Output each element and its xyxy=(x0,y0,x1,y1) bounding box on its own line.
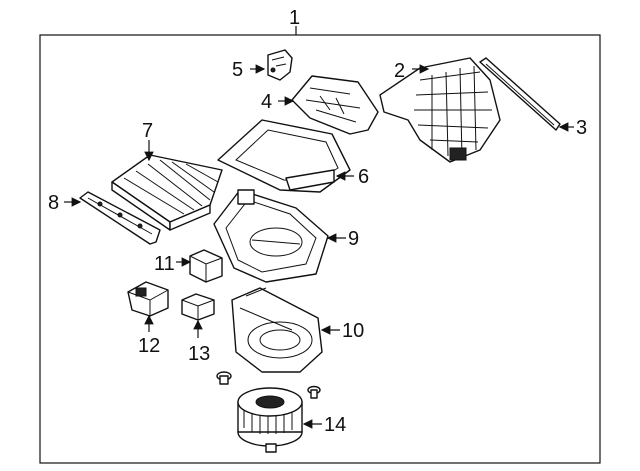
part-13-sensor xyxy=(181,293,215,321)
callout-6: 6 xyxy=(358,166,369,188)
callout-8: 8 xyxy=(48,192,59,214)
callout-13: 13 xyxy=(188,343,210,365)
part-8-filter-cover xyxy=(79,191,161,245)
part-4-duct-door xyxy=(291,75,379,135)
screw-right xyxy=(307,385,321,399)
part-11-resistor xyxy=(189,249,223,283)
callout-10: 10 xyxy=(342,320,364,342)
part-5-actuator xyxy=(267,49,293,81)
callout-9: 9 xyxy=(348,228,359,250)
callout-14: 14 xyxy=(324,414,346,436)
screw-left xyxy=(216,371,232,385)
part-9-blower-upper-case xyxy=(213,189,329,283)
part-12-actuator xyxy=(127,281,169,317)
callout-2: 2 xyxy=(394,60,405,82)
diagram-frame xyxy=(39,34,601,464)
callout-12: 12 xyxy=(138,335,160,357)
part-6-filter-housing xyxy=(217,119,351,193)
part-14-blower-motor xyxy=(237,387,303,453)
callout-7: 7 xyxy=(142,120,153,142)
part-7-air-filter xyxy=(111,154,223,231)
callout-5: 5 xyxy=(232,59,243,81)
callout-4: 4 xyxy=(261,91,272,113)
callout-11: 11 xyxy=(154,253,175,275)
part-10-blower-lower-case xyxy=(231,287,323,373)
callout-1: 1 xyxy=(289,7,300,29)
part-2-heater-housing xyxy=(379,57,501,163)
callout-3: 3 xyxy=(576,117,587,139)
